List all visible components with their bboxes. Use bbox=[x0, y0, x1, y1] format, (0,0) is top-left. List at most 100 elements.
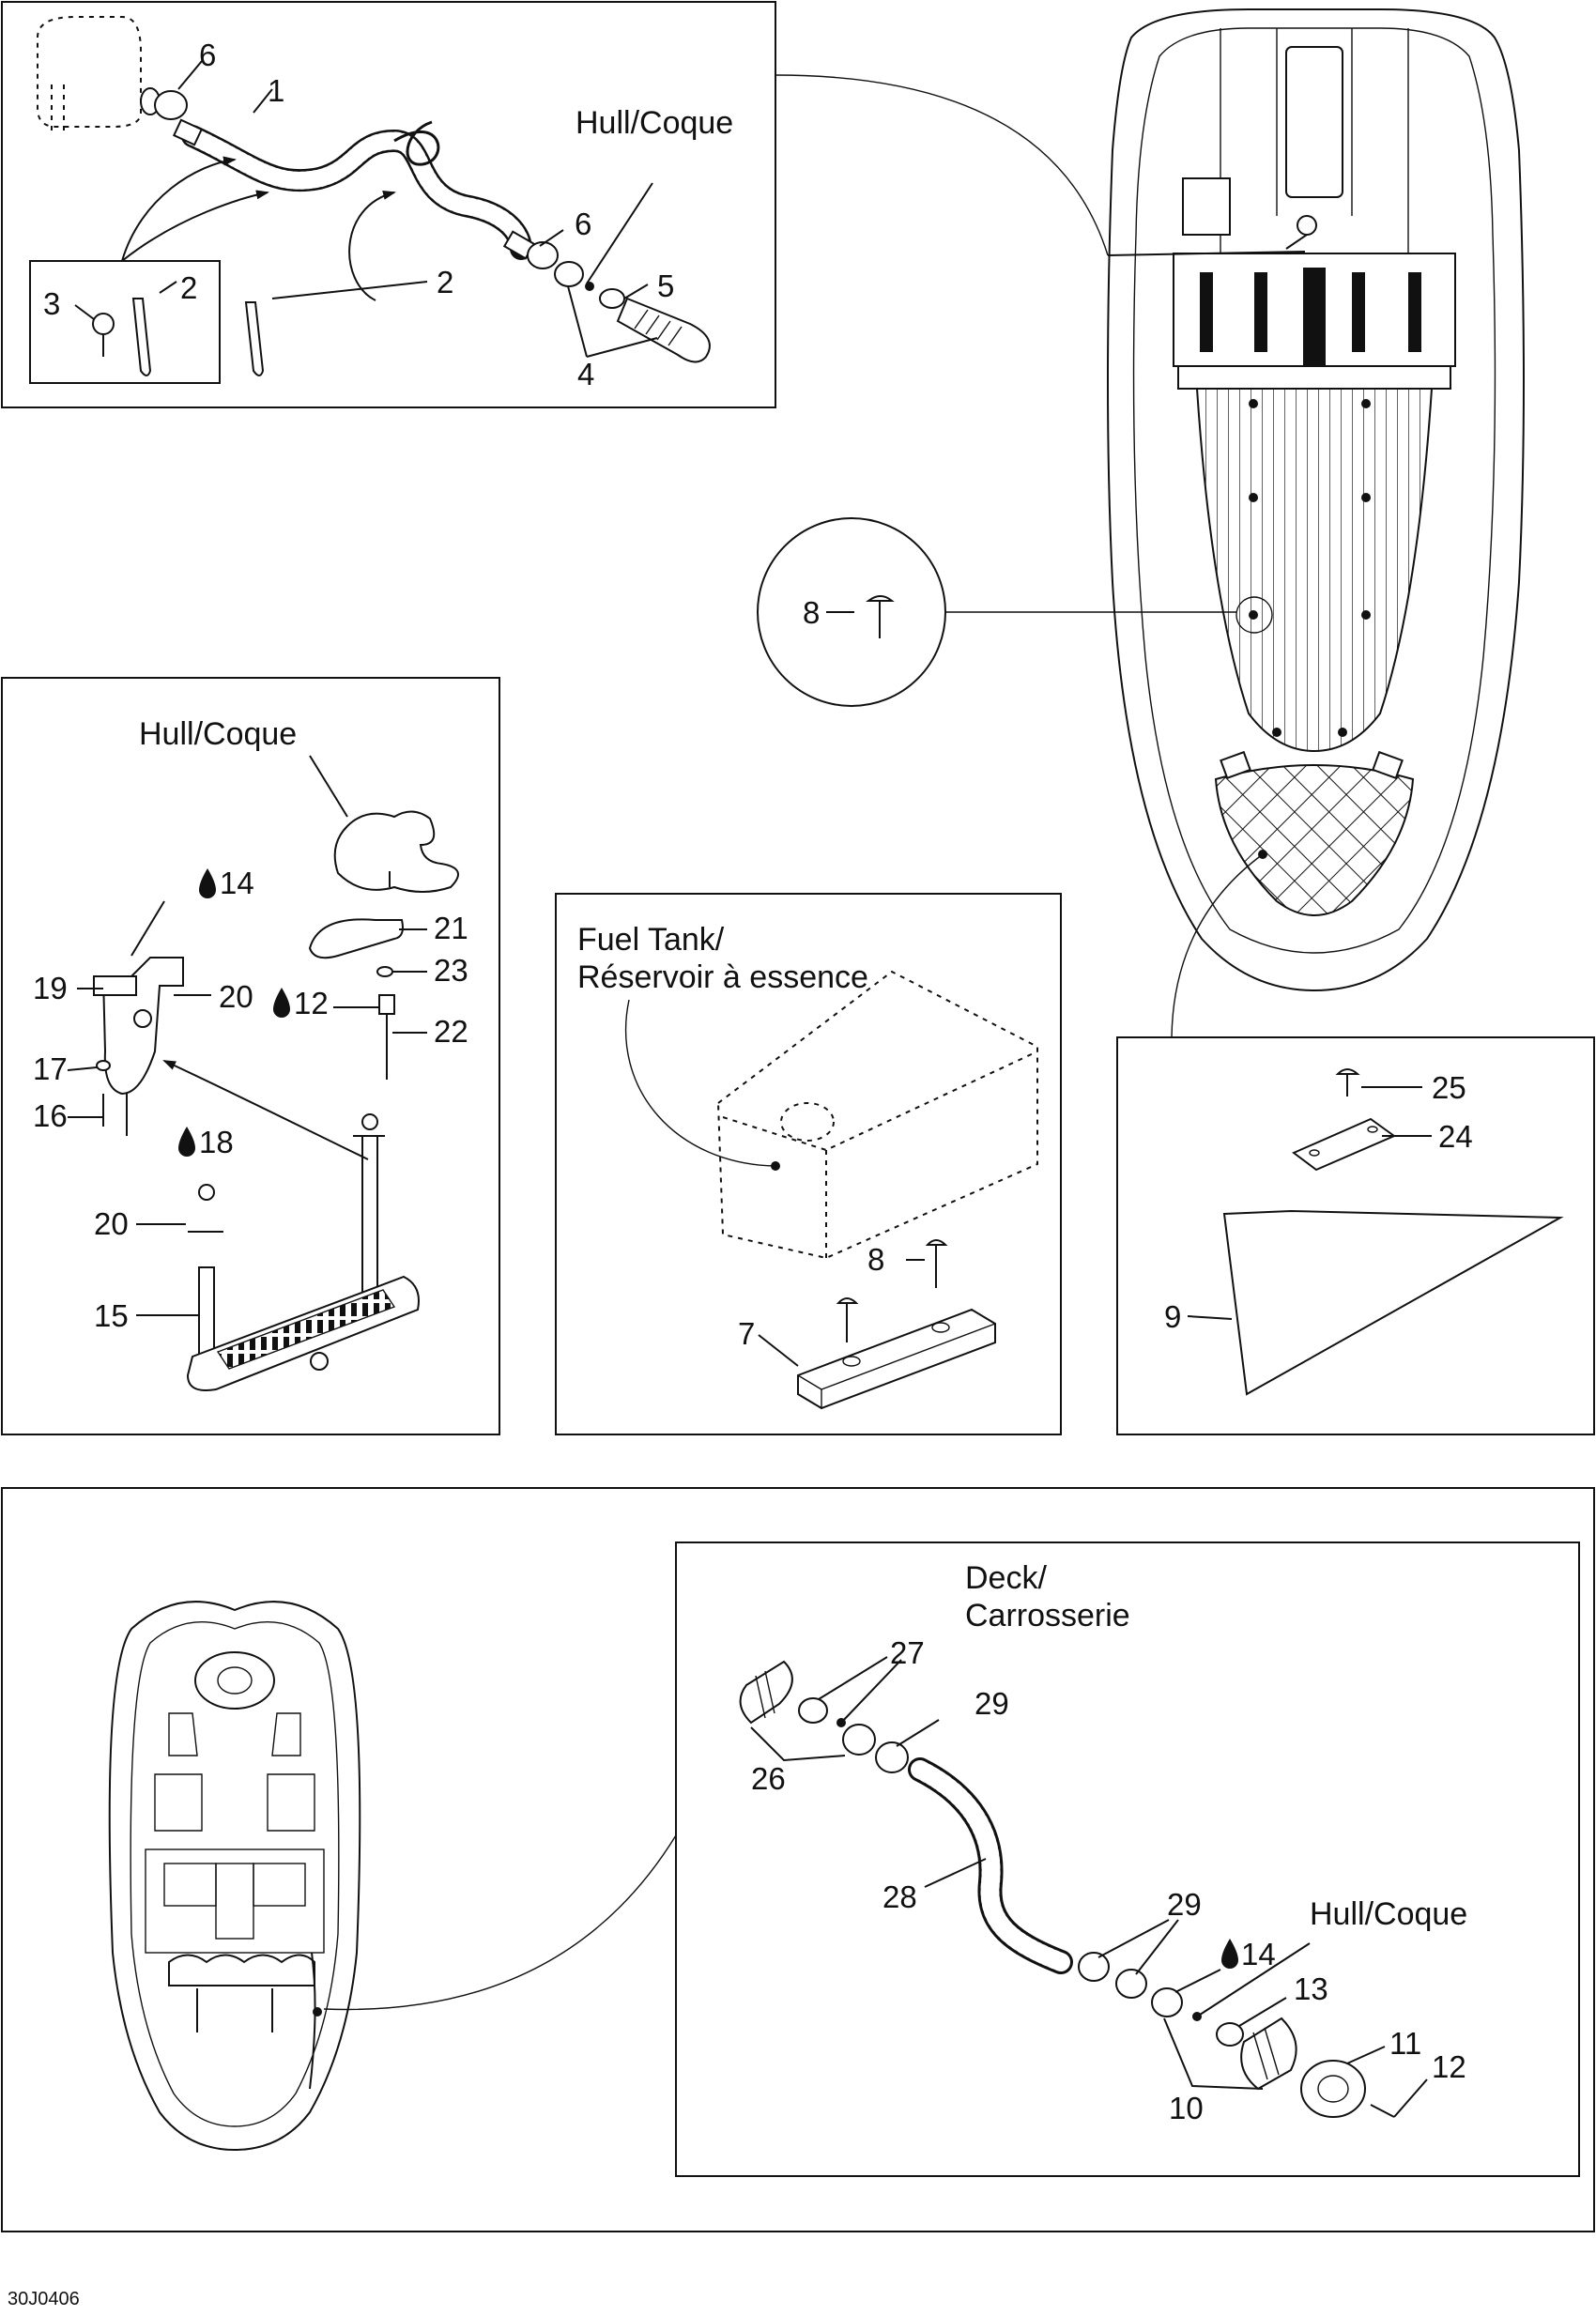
callout-2: 2 bbox=[437, 265, 453, 299]
callout-24: 24 bbox=[1438, 1119, 1473, 1154]
leader bbox=[253, 88, 273, 114]
plate-hole bbox=[1367, 1126, 1378, 1133]
arrow bbox=[121, 190, 269, 262]
leader bbox=[1171, 853, 1264, 1038]
callout-13: 13 bbox=[1294, 1971, 1328, 2006]
callout-19: 19 bbox=[33, 971, 68, 1005]
leader bbox=[323, 1834, 677, 2011]
deck-platform bbox=[145, 1848, 325, 1954]
arrow bbox=[162, 1060, 369, 1160]
thread bbox=[1264, 2027, 1280, 2076]
hull-inner-outline bbox=[1132, 27, 1496, 954]
sealant-dot bbox=[585, 282, 594, 291]
washer-17 bbox=[96, 1060, 111, 1071]
callout-18: 18 bbox=[199, 1125, 234, 1159]
fuel-tank bbox=[716, 970, 1038, 1260]
fitting-26 bbox=[739, 1660, 793, 1725]
clamp-29 bbox=[875, 1741, 909, 1773]
hull-crossbar bbox=[1177, 365, 1451, 390]
leader bbox=[159, 281, 177, 294]
callout-25: 25 bbox=[1432, 1070, 1466, 1105]
block-hole bbox=[931, 1322, 950, 1333]
deck-channel bbox=[215, 1863, 254, 1940]
leader bbox=[586, 182, 653, 284]
drawing-code: 30J0406 bbox=[8, 2289, 80, 2309]
screw-12 bbox=[1370, 2104, 1395, 2118]
hull-screw bbox=[1249, 610, 1258, 620]
callout-23: 23 bbox=[434, 953, 468, 988]
thread bbox=[656, 320, 671, 341]
caption-deck: Carrosserie bbox=[965, 1598, 1130, 1633]
screw-8 bbox=[925, 1239, 948, 1246]
callout-26: 26 bbox=[751, 1761, 786, 1796]
hull-slot bbox=[1200, 272, 1213, 352]
step-knob bbox=[310, 1352, 329, 1371]
callout-22: 22 bbox=[434, 1014, 468, 1049]
panel-deck-drain: Deck/ Carrosserie Hull/Coque bbox=[1, 1487, 1595, 2232]
ladder-post-cap bbox=[361, 1113, 378, 1130]
panel-drain-hose: 6 1 Hull/Coque 6 5 4 3 2 2 bbox=[1, 1, 776, 408]
washer-13 bbox=[1216, 2022, 1244, 2047]
leader bbox=[758, 1334, 799, 1367]
caption-fuel-tank: Fuel Tank/ bbox=[577, 922, 725, 958]
support-block-7 bbox=[797, 1308, 996, 1410]
screw-8 bbox=[866, 595, 895, 602]
hull-frame bbox=[1220, 28, 1409, 253]
screw-3 bbox=[92, 313, 115, 335]
block-edge bbox=[797, 1374, 822, 1390]
leader bbox=[775, 74, 1109, 256]
callout-29: 29 bbox=[974, 1686, 1009, 1721]
ladder-post-cap bbox=[198, 1184, 215, 1201]
clamp-6 bbox=[527, 241, 559, 269]
mat-9 bbox=[1222, 1209, 1564, 1396]
callout-16: 16 bbox=[33, 1098, 68, 1133]
leader bbox=[1163, 2017, 1264, 2090]
thread bbox=[634, 309, 649, 330]
hose-ribs bbox=[911, 1760, 1070, 1971]
thread bbox=[668, 326, 683, 346]
panel-border bbox=[1, 1487, 1595, 2232]
leader bbox=[309, 755, 348, 818]
panel-mat: 25 24 9 bbox=[1116, 1036, 1595, 1435]
caption-hull: Hull/Coque bbox=[1310, 1896, 1467, 1932]
leader bbox=[74, 304, 95, 320]
screw-8 bbox=[836, 1297, 859, 1304]
nut-26 bbox=[842, 1724, 876, 1756]
hull-block bbox=[1220, 750, 1251, 780]
nut-10 bbox=[1151, 1987, 1183, 2017]
panel-border bbox=[1116, 1036, 1595, 1435]
callout-8: 8 bbox=[803, 595, 820, 630]
hull-bracket bbox=[1182, 177, 1231, 236]
leader bbox=[1346, 2046, 1386, 2064]
detail-circle bbox=[1235, 596, 1273, 634]
hull-net bbox=[1214, 764, 1415, 916]
block-edge bbox=[821, 1323, 996, 1390]
callout-1: 1 bbox=[268, 73, 284, 108]
hull-patch bbox=[333, 810, 459, 893]
drop-icon bbox=[1221, 1939, 1238, 1969]
drop-icon bbox=[199, 868, 216, 898]
pivot-20 bbox=[133, 1009, 152, 1028]
leader bbox=[1187, 1315, 1233, 1320]
panel-fuel-tank: Fuel Tank/ Réservoir à essence 8 7 bbox=[555, 893, 1062, 1435]
pin-22-head bbox=[378, 994, 395, 1015]
leader bbox=[130, 900, 165, 957]
hull-rod bbox=[1285, 234, 1308, 250]
leader bbox=[1238, 1997, 1287, 2027]
caption-hull: Hull/Coque bbox=[575, 105, 733, 141]
leader bbox=[818, 1656, 888, 1700]
thread bbox=[764, 1670, 775, 1714]
callout-20: 20 bbox=[219, 979, 253, 1014]
callout-14: 14 bbox=[220, 866, 254, 900]
clamp-6 bbox=[154, 90, 188, 120]
cover-hub bbox=[1317, 2075, 1349, 2103]
drop-icon bbox=[178, 1127, 195, 1157]
arrow bbox=[121, 156, 237, 262]
bracket-21 bbox=[308, 918, 404, 959]
block-hole bbox=[842, 1356, 861, 1367]
washer-5 bbox=[599, 288, 625, 309]
leader bbox=[177, 60, 203, 90]
hull-top-view bbox=[1107, 8, 1525, 992]
